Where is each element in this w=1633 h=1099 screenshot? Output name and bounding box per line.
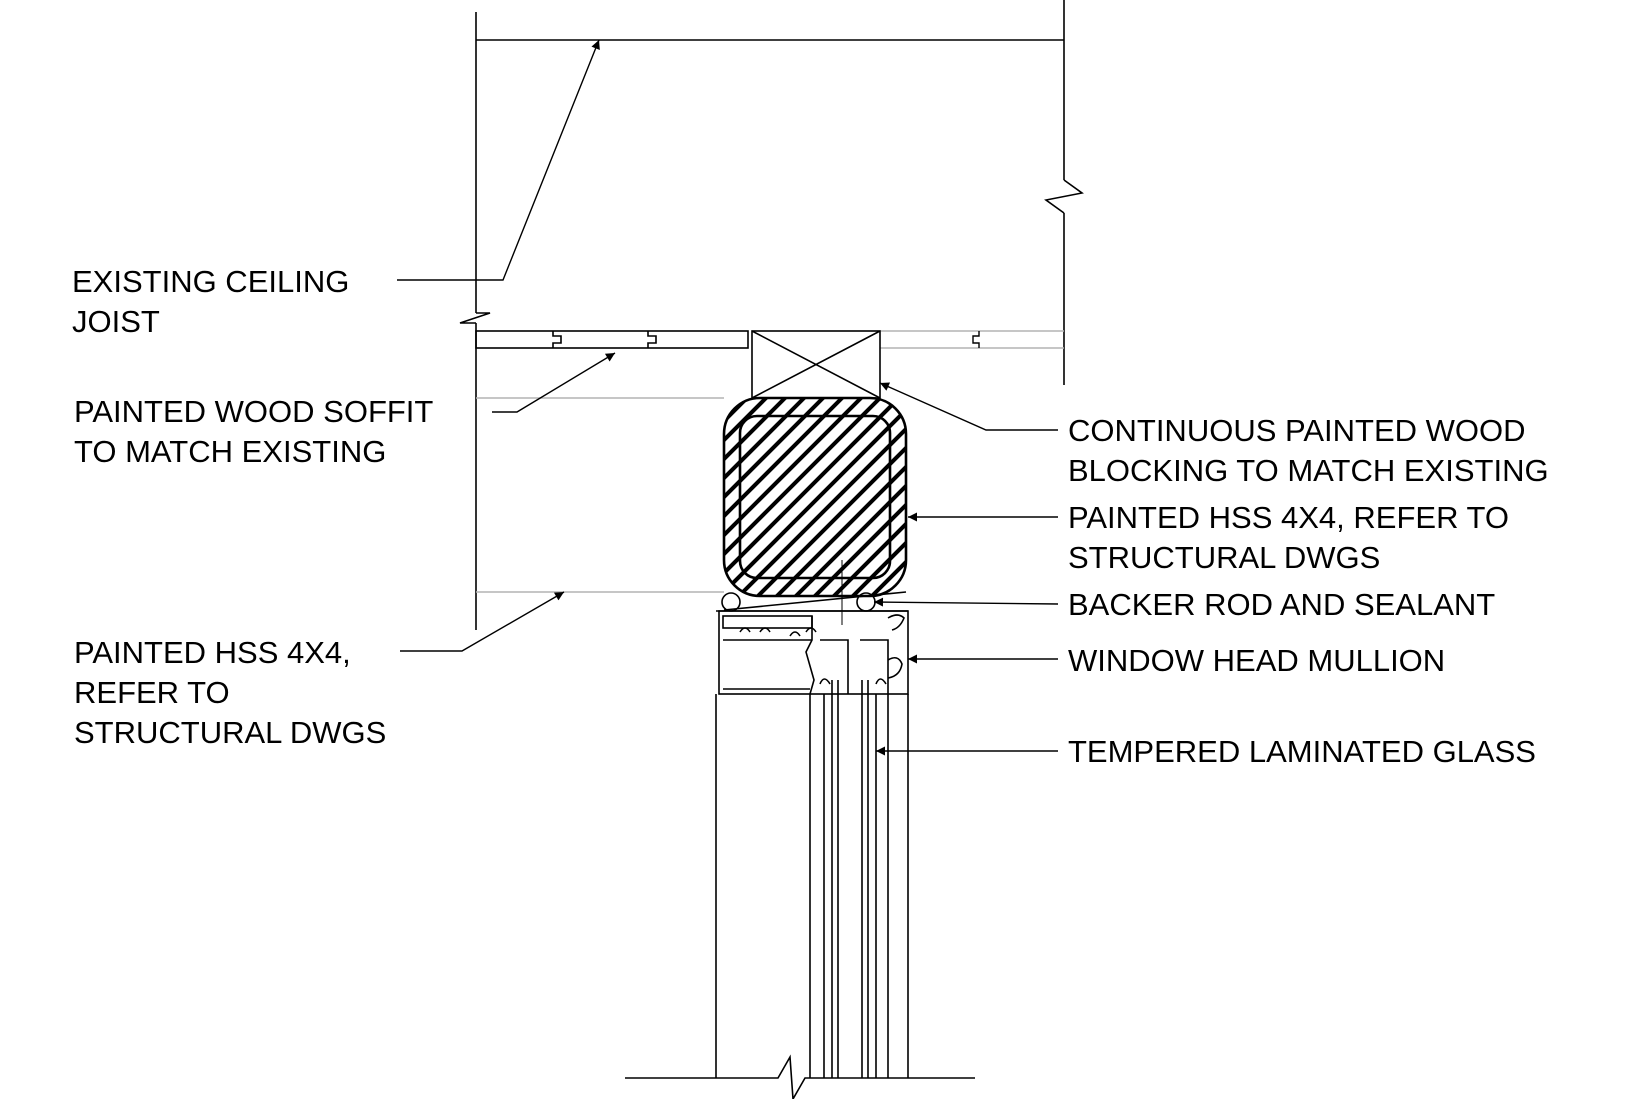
- svg-text:JOIST: JOIST: [72, 304, 160, 339]
- hss-hatch-line: [724, 398, 881, 596]
- callout-wood-blocking: CONTINUOUS PAINTED WOOD BLOCKING TO MATC…: [1068, 413, 1549, 488]
- leader-wood-soffit: [492, 352, 616, 413]
- callout-ceiling-joist: EXISTING CEILING JOIST: [72, 264, 349, 339]
- leader-ceiling-joist: [397, 39, 600, 281]
- hss-hatch-line: [430, 380, 670, 620]
- hss-hatch-line: [732, 398, 906, 596]
- window-head-mullion: [718, 610, 909, 695]
- hss-hatch-line: [724, 398, 906, 596]
- hss-hatch-line: [846, 398, 906, 596]
- svg-text:BACKER ROD AND SEALANT: BACKER ROD AND SEALANT: [1068, 587, 1495, 622]
- svg-text:BLOCKING TO MATCH EXISTING: BLOCKING TO MATCH EXISTING: [1068, 453, 1549, 488]
- hss-hatch-line: [468, 380, 708, 620]
- hss-hatch-line: [751, 398, 906, 596]
- svg-text:REFER TO: REFER TO: [74, 675, 230, 710]
- hss-hatch-line: [724, 398, 786, 596]
- hss-hatch-line: [724, 398, 906, 596]
- window-frame-and-glazing: [715, 680, 909, 1078]
- svg-text:TEMPERED LAMINATED GLASS: TEMPERED LAMINATED GLASS: [1068, 734, 1536, 769]
- callout-wood-soffit: PAINTED WOOD SOFFIT TO MATCH EXISTING: [74, 394, 433, 469]
- hss-hatch-line: [724, 398, 824, 596]
- callout-hss-right: PAINTED HSS 4X4, REFER TO STRUCTURAL DWG…: [1068, 500, 1509, 575]
- svg-text:PAINTED HSS 4X4, REFER TO: PAINTED HSS 4X4, REFER TO: [1068, 500, 1509, 535]
- hss-hatch-line: [724, 398, 843, 596]
- svg-text:WINDOW HEAD MULLION: WINDOW HEAD MULLION: [1068, 643, 1445, 678]
- svg-text:STRUCTURAL DWGS: STRUCTURAL DWGS: [74, 715, 386, 750]
- leader-backer-rod: [873, 597, 1059, 607]
- existing-ceiling-framing: [459, 0, 1084, 630]
- existing-finish-lines: [476, 330, 1064, 593]
- callout-glass: TEMPERED LAMINATED GLASS: [1068, 734, 1536, 769]
- hss-hatch-line: [827, 398, 906, 596]
- svg-text:TO MATCH EXISTING: TO MATCH EXISTING: [74, 434, 386, 469]
- leader-lines: [397, 39, 1059, 756]
- hss-hatch-line: [770, 398, 906, 596]
- svg-text:CONTINUOUS PAINTED WOOD: CONTINUOUS PAINTED WOOD: [1068, 413, 1526, 448]
- svg-text:EXISTING CEILING: EXISTING CEILING: [72, 264, 349, 299]
- break-line: [625, 1054, 975, 1099]
- callout-hss-left: PAINTED HSS 4X4, REFER TO STRUCTURAL DWG…: [74, 635, 386, 750]
- leader-hss-left: [400, 591, 565, 652]
- soffit-continuation-joint: [972, 331, 980, 348]
- hss-hatch-line: [724, 398, 805, 596]
- callout-head-mullion: WINDOW HEAD MULLION: [1068, 643, 1445, 678]
- callout-backer-rod: BACKER ROD AND SEALANT: [1068, 587, 1495, 622]
- hss-hatch-line: [449, 380, 689, 620]
- hss-hatch-line: [724, 398, 729, 596]
- hss-hatch-line: [808, 398, 906, 596]
- hss-hatch-line: [789, 398, 906, 596]
- hss-hatch-line: [724, 398, 906, 596]
- svg-text:PAINTED HSS 4X4,: PAINTED HSS 4X4,: [74, 635, 351, 670]
- svg-text:PAINTED WOOD SOFFIT: PAINTED WOOD SOFFIT: [74, 394, 433, 429]
- hss-hatch-line: [724, 398, 900, 596]
- wood-blocking: [751, 330, 881, 399]
- wood-soffit: [475, 330, 749, 349]
- hss-hatch-line: [724, 398, 748, 596]
- svg-text:STRUCTURAL DWGS: STRUCTURAL DWGS: [1068, 540, 1380, 575]
- leader-wood-blocking: [879, 382, 1058, 431]
- hss-tube-section: [430, 380, 908, 625]
